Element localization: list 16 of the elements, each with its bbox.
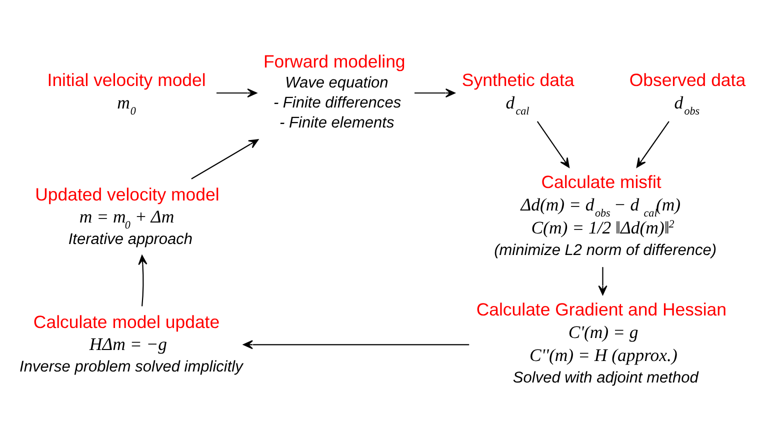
node-text: Calculate model update HΔm = −g Inverse problem solved implicitly bbox=[20, 311, 243, 376]
arrow bbox=[536, 120, 570, 168]
arrow bbox=[191, 138, 259, 179]
node-text: Forward modeling Wave equation - Finite differences - Finite elements bbox=[263, 50, 406, 132]
arrow bbox=[216, 88, 258, 98]
arrow bbox=[598, 266, 608, 295]
node-text: Updated velocity model m = m$_{0}$ + Δm Iterative approach bbox=[35, 184, 220, 248]
node-text: Observed data d$_{obs}$ bbox=[629, 70, 746, 117]
arrow bbox=[414, 88, 456, 98]
node-text: Calculate Gradient and Hessian C'(m) = g C''(m) = H (approx.) Solved with adjoint method bbox=[476, 299, 727, 386]
arrow bbox=[138, 254, 148, 306]
node-text: Initial velocity model m$_{0}$ bbox=[47, 70, 206, 117]
arrow bbox=[636, 120, 670, 168]
node-text: Calculate misfit Δd(m) = d$_{obs}$ − d$_{cal}$(m) C(m) = 1/2 ‖Δd(m)‖$^{2}$ (minimize L2 norm of difference) bbox=[494, 172, 717, 259]
node-text: Synthetic data d$_{cal}$ bbox=[462, 70, 574, 117]
arrow bbox=[243, 340, 470, 349]
